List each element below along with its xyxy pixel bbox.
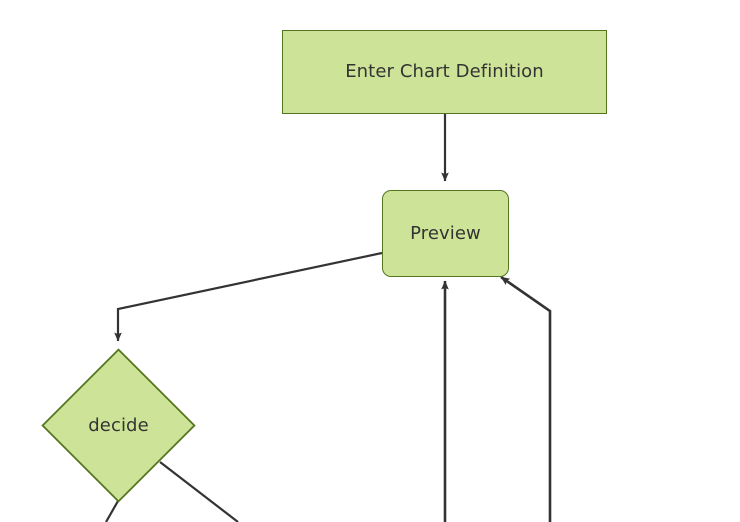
diamond-shape xyxy=(41,348,196,503)
node-enter-chart-definition-label: Enter Chart Definition xyxy=(345,61,544,82)
edge-decide-to-bottom-left xyxy=(105,500,119,522)
edge-preview-to-decide xyxy=(114,251,383,342)
edge-decide-to-bottom-right xyxy=(159,461,239,522)
node-preview[interactable]: Preview xyxy=(382,190,509,277)
node-enter-chart-definition[interactable]: Enter Chart Definition xyxy=(282,30,607,114)
node-decide[interactable]: decide xyxy=(41,348,196,503)
edge-bottom-right-to-preview xyxy=(500,275,552,522)
node-decide-label: decide xyxy=(88,414,149,436)
node-preview-label: Preview xyxy=(410,222,481,244)
